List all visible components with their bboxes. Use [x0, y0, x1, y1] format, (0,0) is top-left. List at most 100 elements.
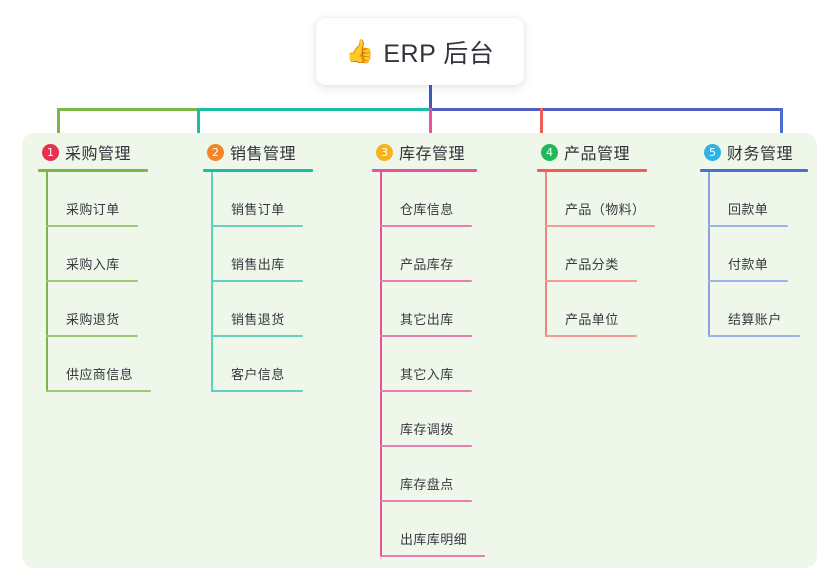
connector-bus-segment-3	[430, 108, 783, 111]
list-item[interactable]: 产品库存	[372, 227, 522, 282]
column-rule	[700, 169, 808, 172]
list-item[interactable]: 采购退货	[38, 282, 188, 337]
connector-bus-segment-1	[57, 108, 199, 111]
list-item-rule	[380, 390, 472, 392]
list-item-rule	[211, 280, 303, 282]
column-items: 产品（物料） 产品分类 产品单位	[537, 172, 687, 337]
list-item[interactable]: 采购订单	[38, 172, 188, 227]
list-item-rule	[380, 335, 472, 337]
list-item-label: 库存盘点	[400, 477, 454, 492]
list-item-rule	[708, 335, 800, 337]
column-items: 回款单 付款单 结算账户	[700, 172, 839, 337]
connector-drop-4	[540, 108, 543, 146]
list-item[interactable]: 付款单	[700, 227, 839, 282]
list-item[interactable]: 仓库信息	[372, 172, 522, 227]
column-header[interactable]: 1 采购管理	[38, 140, 188, 164]
list-item[interactable]: 库存盘点	[372, 447, 522, 502]
list-item[interactable]: 销售订单	[203, 172, 353, 227]
column-rule	[38, 169, 148, 172]
list-item-label: 产品分类	[565, 257, 619, 272]
list-item-label: 销售出库	[231, 257, 285, 272]
list-item[interactable]: 其它入库	[372, 337, 522, 392]
list-item-label: 采购订单	[66, 202, 120, 217]
column-header[interactable]: 2 销售管理	[203, 140, 353, 164]
list-item[interactable]: 出库库明细	[372, 502, 522, 557]
list-item[interactable]: 产品分类	[537, 227, 687, 282]
column-header[interactable]: 4 产品管理	[537, 140, 687, 164]
list-item-rule	[545, 280, 637, 282]
column-rule	[372, 169, 477, 172]
list-item-label: 供应商信息	[66, 367, 134, 382]
list-item-rule	[545, 225, 655, 227]
list-item-label: 产品（物料）	[565, 202, 646, 217]
column-items: 仓库信息 产品库存 其它出库 其它入库 库存调拨 库存盘点	[372, 172, 522, 557]
column-header[interactable]: 3 库存管理	[372, 140, 522, 164]
column-title: 库存管理	[399, 146, 466, 163]
list-item-rule	[46, 335, 138, 337]
thumbs-up-icon: 👍	[345, 38, 375, 64]
column-rule	[203, 169, 313, 172]
list-item-rule	[380, 280, 472, 282]
column-badge: 3	[376, 143, 393, 161]
list-item-label: 销售订单	[231, 202, 285, 217]
list-item-rule	[46, 280, 138, 282]
list-item[interactable]: 客户信息	[203, 337, 353, 392]
column-sales: 2 销售管理 销售订单 销售出库 销售退货 客户信息	[203, 140, 353, 392]
list-item-rule	[708, 280, 788, 282]
connector-drop-1	[57, 108, 60, 146]
list-item[interactable]: 产品（物料）	[537, 172, 687, 227]
list-item[interactable]: 结算账户	[700, 282, 839, 337]
connector-trunk	[429, 85, 432, 111]
list-item-label: 其它出库	[400, 312, 454, 327]
column-spine	[708, 172, 710, 337]
list-item-rule	[380, 500, 472, 502]
list-item-rule	[708, 225, 788, 227]
connector-drop-2	[197, 108, 200, 146]
column-header[interactable]: 5 财务管理	[700, 140, 839, 164]
column-inventory: 3 库存管理 仓库信息 产品库存 其它出库 其它入库 库存调拨	[372, 140, 522, 557]
column-purchasing: 1 采购管理 采购订单 采购入库 采购退货 供应商信息	[38, 140, 188, 392]
list-item[interactable]: 产品单位	[537, 282, 687, 337]
list-item-rule	[545, 335, 637, 337]
connector-bus-segment-2	[197, 108, 432, 111]
list-item-label: 回款单	[728, 202, 769, 217]
list-item[interactable]: 销售退货	[203, 282, 353, 337]
list-item[interactable]: 采购入库	[38, 227, 188, 282]
column-spine	[545, 172, 547, 337]
list-item-rule	[211, 335, 303, 337]
column-spine	[380, 172, 382, 557]
column-items: 销售订单 销售出库 销售退货 客户信息	[203, 172, 353, 392]
list-item-label: 结算账户	[728, 312, 782, 327]
list-item-label: 采购退货	[66, 312, 120, 327]
column-finance: 5 财务管理 回款单 付款单 结算账户	[700, 140, 839, 337]
column-badge: 4	[541, 143, 558, 161]
list-item-label: 产品单位	[565, 312, 619, 327]
column-badge: 1	[42, 143, 59, 161]
list-item[interactable]: 库存调拨	[372, 392, 522, 447]
column-title: 采购管理	[65, 146, 132, 163]
list-item-label: 仓库信息	[400, 202, 454, 217]
list-item[interactable]: 销售出库	[203, 227, 353, 282]
list-item-rule	[380, 225, 472, 227]
list-item-label: 库存调拨	[400, 422, 454, 437]
column-spine	[46, 172, 48, 392]
list-item-label: 出库库明细	[400, 532, 468, 547]
list-item-rule	[46, 225, 138, 227]
list-item-label: 客户信息	[231, 367, 285, 382]
list-item[interactable]: 其它出库	[372, 282, 522, 337]
list-item[interactable]: 供应商信息	[38, 337, 188, 392]
list-item-label: 采购入库	[66, 257, 120, 272]
list-item-rule	[211, 390, 303, 392]
column-items: 采购订单 采购入库 采购退货 供应商信息	[38, 172, 188, 392]
list-item-label: 付款单	[728, 257, 769, 272]
list-item-label: 销售退货	[231, 312, 285, 327]
root-node-label: ERP 后台	[383, 39, 495, 68]
column-spine	[211, 172, 213, 392]
column-rule	[537, 169, 647, 172]
column-title: 产品管理	[564, 146, 631, 163]
root-node[interactable]: 👍 ERP 后台	[316, 18, 524, 85]
column-badge: 2	[207, 143, 224, 161]
list-item[interactable]: 回款单	[700, 172, 839, 227]
list-item-rule	[211, 225, 303, 227]
